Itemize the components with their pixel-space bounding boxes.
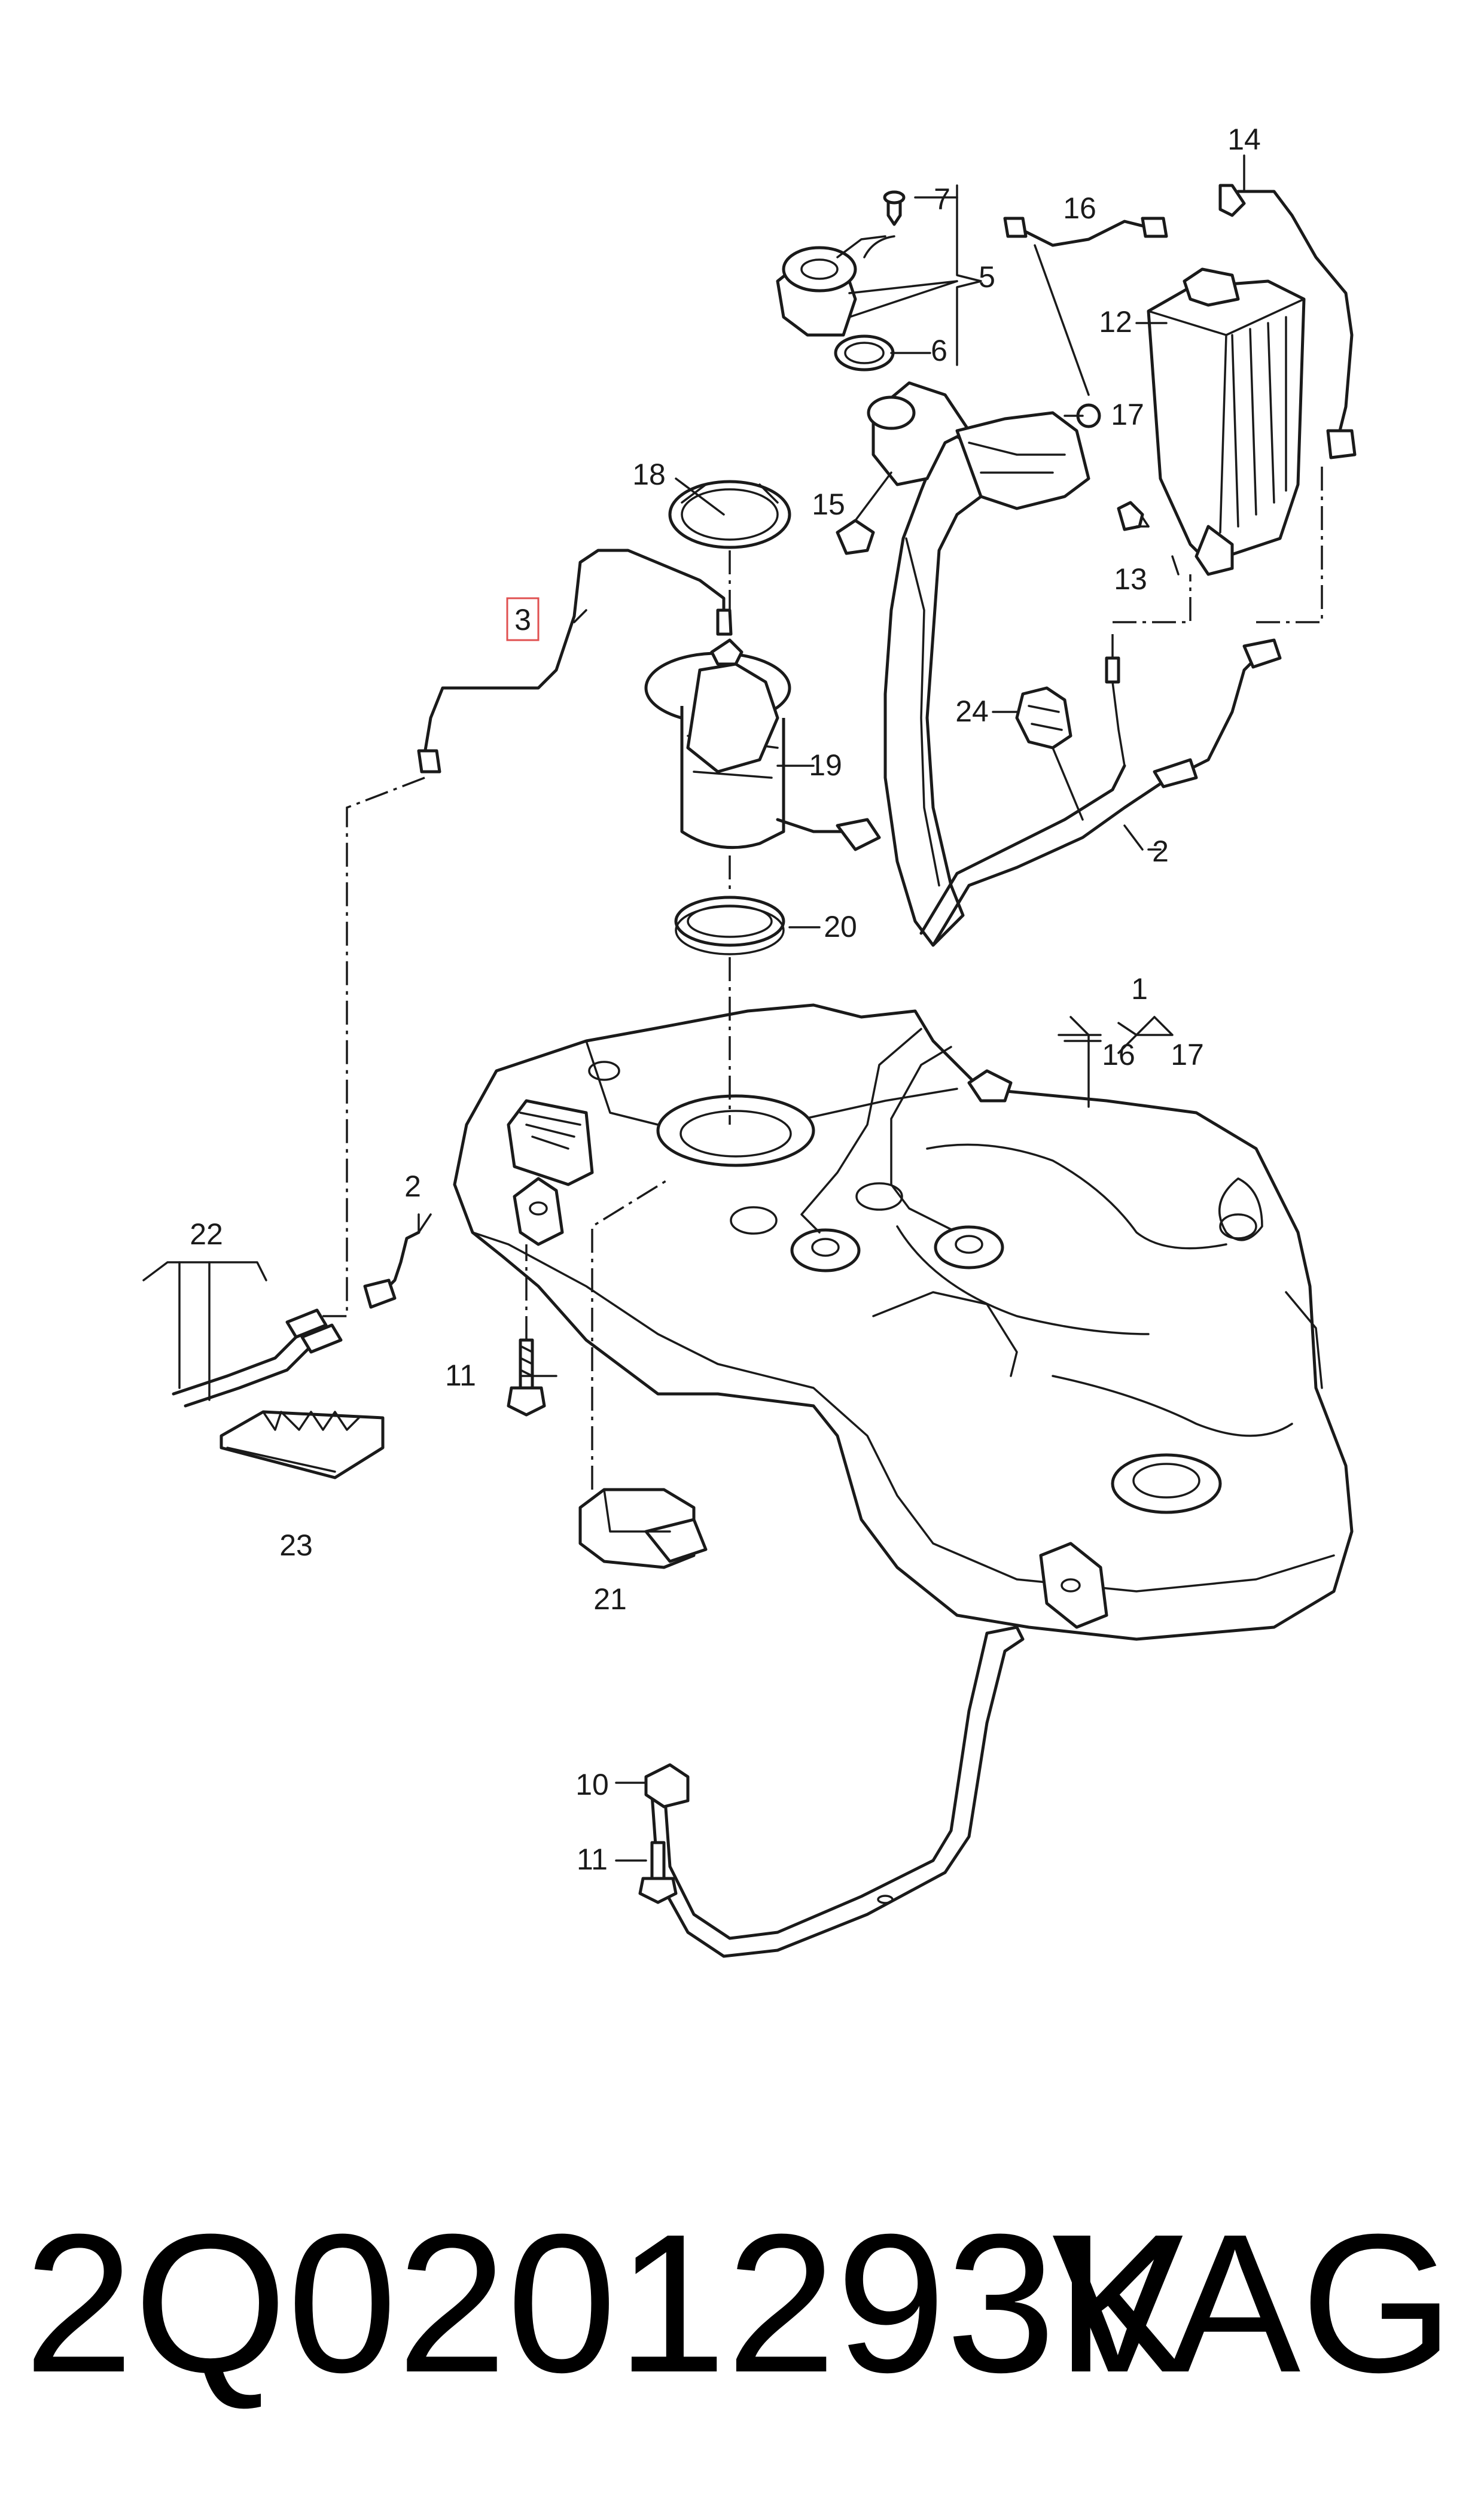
callout-16a: 16 (1063, 191, 1096, 225)
callout-3-highlight (506, 597, 540, 641)
callout-16b: 16 (1102, 1038, 1135, 1071)
charcoal-canister (1147, 267, 1306, 576)
callout-24: 24 (955, 695, 989, 728)
parts-diagram: 1 16 17 2 2 3 5 6 7 10 11 11 12 13 14 15… (142, 123, 1357, 1958)
fuel-supply-line-3 (317, 549, 733, 1317)
fuel-pump-assembly (644, 480, 881, 1125)
callout-7: 7 (934, 182, 950, 216)
fuel-lines-2 (919, 574, 1282, 947)
callout-2a: 2 (1152, 835, 1169, 868)
callout-11b: 11 (577, 1843, 608, 1876)
callout-1-bracket (1058, 1016, 1174, 1108)
callout-21: 21 (593, 1582, 627, 1616)
part-number: 2Q0201293K (24, 2193, 1188, 2413)
callout-5: 5 (979, 260, 995, 294)
callout-6: 6 (931, 334, 947, 367)
clip-24 (1015, 686, 1084, 821)
callout-18: 18 (632, 458, 666, 491)
screw-15 (836, 471, 892, 555)
callout-12: 12 (1099, 305, 1132, 339)
callout-11a: 11 (445, 1359, 476, 1392)
callout-14: 14 (1227, 123, 1261, 156)
callout-20: 20 (824, 910, 857, 943)
callout-23: 23 (279, 1529, 313, 1562)
callout-1: 1 (1131, 972, 1148, 1006)
callout-15: 15 (812, 488, 845, 521)
brand-name: VAG (1052, 2193, 1454, 2413)
callout-2b: 2 (404, 1170, 421, 1203)
vent-hose-14 (1218, 184, 1357, 623)
callout-labels: 1 16 17 2 2 3 5 6 7 10 11 11 12 13 14 15… (190, 123, 1261, 1876)
fuel-cap-assembly (776, 184, 982, 372)
callout-19: 19 (809, 748, 842, 782)
leader-lines (418, 154, 1245, 1862)
callout-3: 3 (514, 603, 531, 637)
filler-neck (867, 381, 1090, 947)
callout-17a: 17 (1111, 398, 1144, 431)
wire-harness-16 (1003, 217, 1168, 428)
screw-13 (1117, 501, 1150, 531)
callout-22: 22 (190, 1217, 223, 1251)
callout-13: 13 (1114, 562, 1147, 596)
bracket-23 (220, 1410, 385, 1479)
tank-strap-10 (638, 1625, 1025, 1958)
control-unit-21 (578, 1177, 708, 1569)
fuel-tank (453, 1003, 1354, 1641)
lines-22 (142, 1261, 343, 1408)
fuel-lines-2-lower (363, 1213, 432, 1309)
footer: 2Q0201293K VAG (0, 2178, 1484, 2429)
callout-17b: 17 (1171, 1038, 1204, 1071)
callout-10: 10 (575, 1768, 609, 1801)
